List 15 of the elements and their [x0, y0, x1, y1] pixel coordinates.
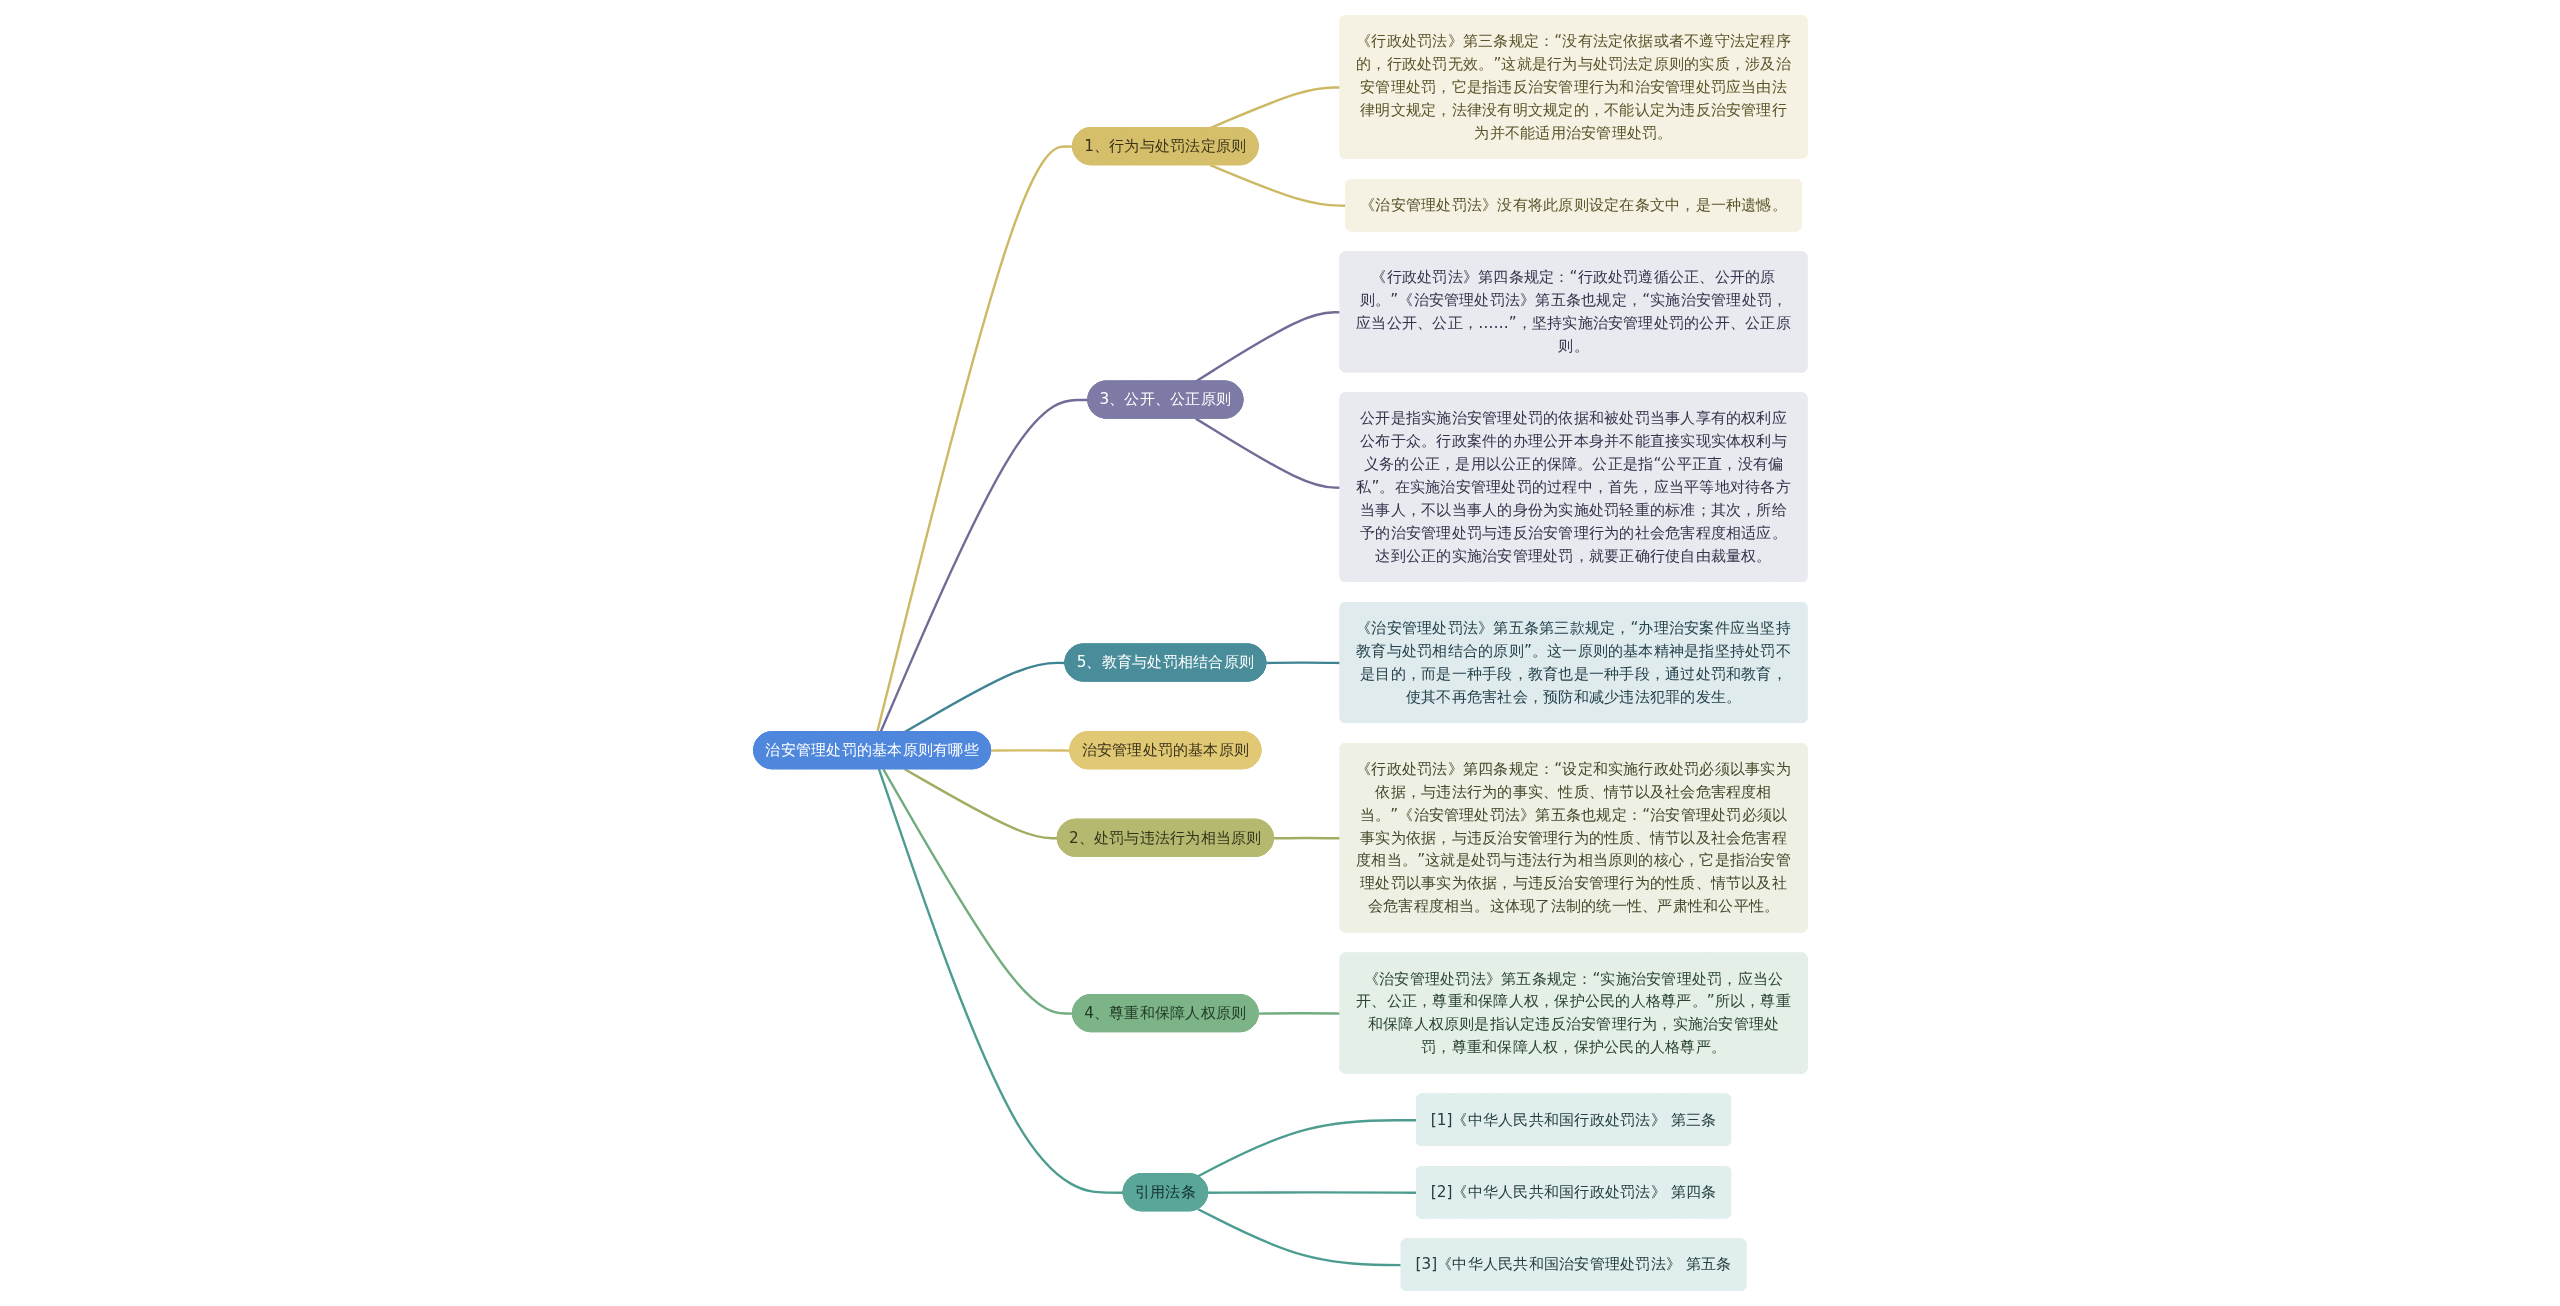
- connector: [1209, 164, 1347, 207]
- connector: [881, 768, 1073, 1015]
- connector: [1207, 1191, 1417, 1194]
- connector: [875, 145, 1073, 733]
- connector: [1258, 1012, 1341, 1015]
- connector: [1197, 1208, 1402, 1267]
- connector: [879, 398, 1088, 733]
- connector: [1194, 417, 1341, 489]
- connector: [990, 749, 1070, 752]
- connector: [1194, 311, 1341, 383]
- connector: [1266, 661, 1341, 665]
- connector: [877, 768, 1124, 1194]
- connector: [1197, 1119, 1417, 1178]
- connector: [903, 768, 1058, 840]
- connector: [1273, 836, 1341, 840]
